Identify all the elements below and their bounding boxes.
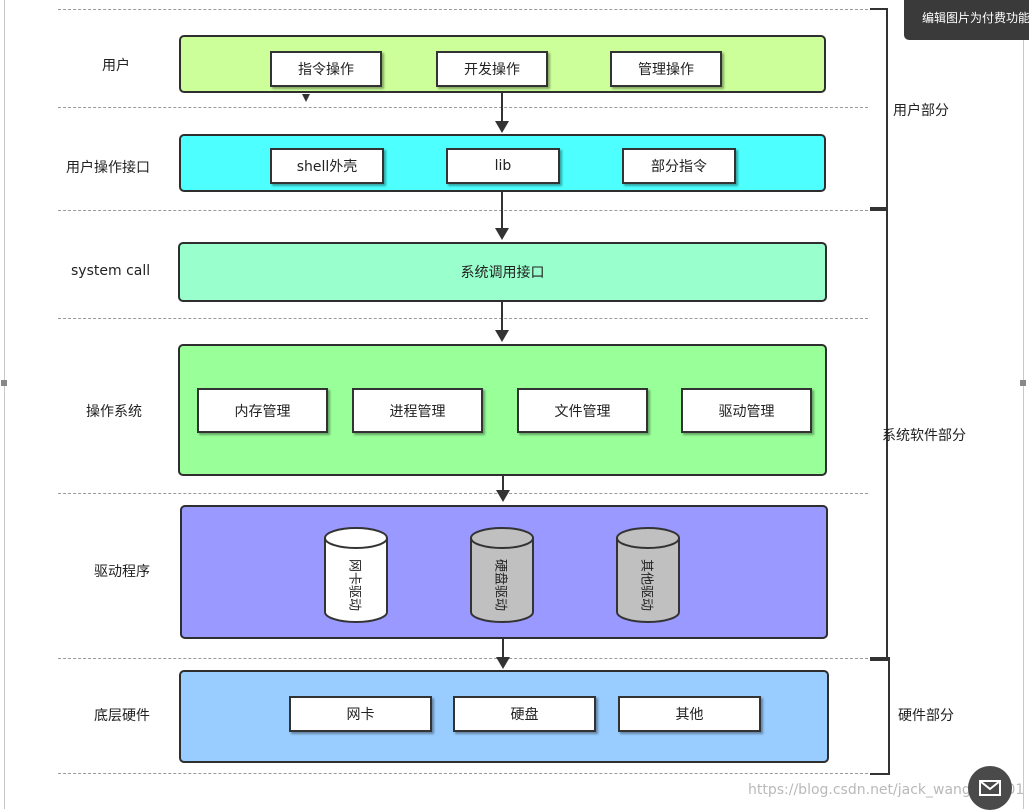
process-management-box: 进程管理 — [352, 388, 483, 433]
nic-driver-label: 网卡驱动 — [346, 558, 362, 612]
arrow-down — [495, 302, 509, 342]
shell-box: shell外壳 — [270, 148, 384, 184]
row-label-user: 用户 — [102, 58, 130, 74]
disk-driver-cylinder: 硬盘驱动 — [469, 527, 535, 623]
row-label-syscall: system call — [71, 263, 151, 279]
user-part-bracket — [870, 8, 888, 211]
separator-line — [58, 107, 868, 108]
management-op-box: 管理操作 — [610, 51, 722, 87]
memory-management-box: 内存管理 — [197, 388, 328, 433]
instruction-op-box: 指令操作 — [270, 51, 382, 87]
arrow-down — [496, 639, 510, 669]
disk-box: 硬盘 — [453, 696, 596, 732]
resize-handle-left[interactable] — [1, 380, 7, 386]
lib-box: lib — [446, 148, 560, 184]
separator-line — [58, 318, 868, 319]
user-interface-layer: shell外壳 lib 部分指令 — [179, 134, 826, 192]
separator-line — [58, 9, 868, 10]
user-part-label: 用户部分 — [893, 103, 949, 119]
frame-border-right — [1023, 0, 1024, 809]
small-arrow-head — [302, 94, 310, 102]
operating-system-layer: 内存管理 进程管理 文件管理 驱动管理 — [178, 344, 827, 476]
arrow-down — [496, 476, 510, 502]
row-label-drivers: 驱动程序 — [94, 564, 150, 580]
mail-icon — [979, 780, 1001, 796]
separator-line — [58, 658, 868, 659]
system-software-part-label: 系统软件部分 — [882, 428, 966, 444]
other-box: 其他 — [618, 696, 761, 732]
disk-driver-label: 硬盘驱动 — [492, 558, 508, 612]
nic-box: 网卡 — [289, 696, 432, 732]
separator-line — [58, 773, 868, 774]
system-call-interface-text: 系统调用接口 — [460, 265, 545, 281]
hardware-part-label: 硬件部分 — [898, 708, 954, 724]
watermark-text: https://blog.csdn.net/jack_wang128801 — [748, 782, 1025, 798]
cylinder-icon — [616, 527, 680, 623]
row-label-hardware: 底层硬件 — [94, 708, 150, 724]
development-op-box: 开发操作 — [436, 51, 548, 87]
separator-line — [58, 210, 868, 211]
system-call-layer: 系统调用接口 — [178, 242, 827, 302]
frame-border-left — [4, 0, 5, 809]
hardware-layer: 网卡 硬盘 其他 — [179, 670, 829, 763]
system-part-bracket — [870, 207, 888, 661]
message-button[interactable] — [968, 766, 1012, 810]
nic-driver-cylinder: 网卡驱动 — [323, 527, 389, 623]
paid-feature-tooltip: 编辑图片为付费功能 — [904, 0, 1029, 40]
cylinder-icon — [324, 527, 388, 623]
row-label-interface: 用户操作接口 — [66, 160, 150, 176]
file-management-box: 文件管理 — [517, 388, 648, 433]
other-driver-cylinder: 其他驱动 — [615, 527, 681, 623]
driver-programs-layer: 网卡驱动 硬盘驱动 其他驱动 — [180, 505, 828, 639]
row-label-os: 操作系统 — [86, 404, 142, 420]
arrow-down — [495, 192, 509, 240]
hardware-part-bracket — [870, 657, 890, 775]
partial-commands-box: 部分指令 — [622, 148, 736, 184]
arrow-down — [495, 93, 509, 133]
separator-line — [58, 493, 868, 494]
cylinder-icon — [470, 527, 534, 623]
driver-management-box: 驱动管理 — [681, 388, 812, 433]
user-layer: 指令操作 开发操作 管理操作 — [179, 35, 826, 93]
other-driver-label: 其他驱动 — [638, 558, 654, 612]
resize-handle-right[interactable] — [1020, 380, 1026, 386]
